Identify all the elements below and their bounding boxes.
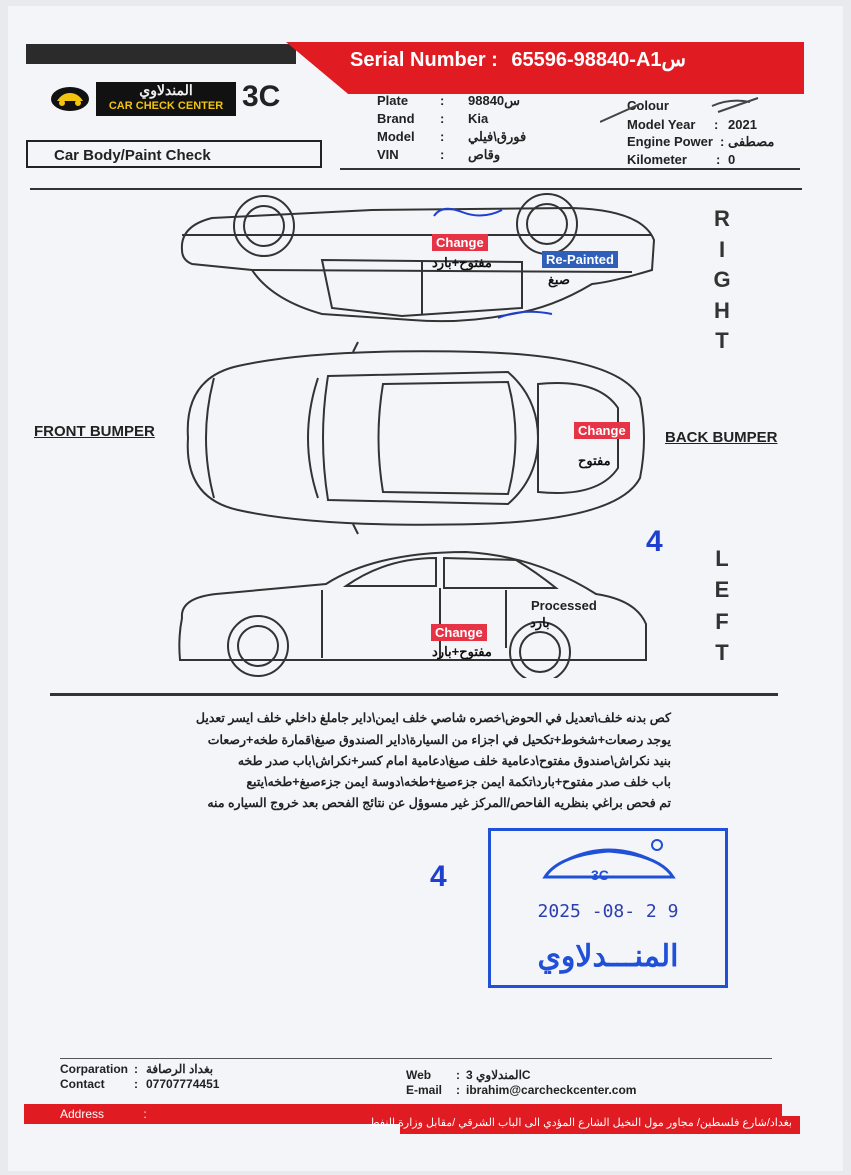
kilometer-label: Kilometer	[627, 152, 687, 167]
car-top-view-diagram	[186, 341, 645, 535]
plate-label: Plate	[377, 93, 409, 108]
kilometer-value: 0	[728, 152, 736, 167]
inspection-sheet	[8, 6, 843, 1171]
note-line: بنيد نكراش\صندوق مفتوح\دعامية خلف صبغ\دع…	[237, 754, 671, 768]
stamp-car-icon	[542, 839, 676, 879]
colon: :	[134, 1062, 138, 1076]
colon: :	[440, 93, 445, 108]
colon: :	[456, 1068, 460, 1082]
side-letter: H	[714, 298, 730, 323]
car-right-side-diagram	[180, 193, 656, 323]
corporation-value: بغداد الرصافة	[146, 1062, 214, 1076]
side-letter: F	[715, 609, 729, 634]
model-label: Model	[377, 129, 415, 144]
colon: :	[440, 147, 445, 162]
logo-arabic: المندلاوي	[139, 82, 193, 98]
repainted-tag: Re-Painted	[542, 251, 618, 268]
car-left-side-diagram	[178, 550, 647, 678]
colon: :	[440, 111, 445, 126]
change-note: مفتوح+بارد	[432, 255, 492, 270]
colour-label: Colour	[627, 98, 669, 113]
divider-notes	[50, 693, 778, 696]
serial-label: Serial Number :	[350, 49, 498, 71]
side-letter: I	[718, 237, 726, 262]
colon: :	[143, 1107, 147, 1121]
colon: :	[720, 134, 725, 149]
logo-banner: المندلاوي CAR CHECK CENTER	[96, 82, 236, 116]
plate-value: 98840س	[468, 93, 521, 108]
side-letter: E	[714, 577, 730, 602]
section-title: Car Body/Paint Check	[54, 147, 211, 164]
address-label-text: Address	[60, 1107, 105, 1121]
model-year-label: Model Year	[627, 117, 696, 132]
web-value[interactable]: المندلاوي 3C	[466, 1068, 531, 1082]
footer-divider	[60, 1058, 772, 1059]
stamp-name: المنـــدلاوي	[537, 940, 679, 973]
engine-power-label: Engine Power	[627, 134, 713, 149]
change-note: مفتوح+بارد	[432, 644, 492, 659]
header-red-band	[286, 42, 804, 94]
processed-tag: Processed	[531, 598, 597, 613]
colon: :	[714, 117, 719, 132]
change-tag: Change	[432, 234, 488, 251]
model-year-value: 2021	[728, 117, 757, 132]
model-value: فورق\فيلي	[468, 129, 527, 144]
colon: :	[440, 129, 445, 144]
header-underline	[340, 168, 800, 170]
corporation-label: Corparation	[60, 1062, 129, 1076]
engine-power-value: مصطفى	[728, 134, 775, 149]
change-tag: Change	[431, 624, 487, 641]
change-note: مفتوح	[578, 453, 611, 468]
note-line: باب خلف صدر مفتوح+بارد\تكمة ايمن جزءصبغ+…	[246, 775, 671, 789]
front-bumper-label: FRONT BUMPER	[34, 423, 155, 440]
brand-value: Kia	[468, 111, 489, 126]
serial-number: Serial Number : 65596-98840-A1س	[350, 47, 686, 72]
logo-english: CAR CHECK CENTER	[108, 100, 224, 112]
colon: :	[134, 1077, 138, 1091]
back-bumper-label: BACK BUMPER	[665, 429, 778, 446]
contact-label: Contact	[60, 1077, 105, 1091]
address-label: Address :	[60, 1107, 147, 1121]
inspection-stamp: 3C 2025 -08- 2 9 المنـــدلاوي	[488, 828, 728, 988]
header-black-bar	[26, 44, 296, 64]
section-title-box: Car Body/Paint Check	[26, 140, 322, 168]
email-value[interactable]: ibrahim@carcheckcenter.com	[466, 1083, 637, 1097]
side-letter: R	[714, 206, 730, 231]
divider-top	[30, 188, 802, 190]
side-letter: T	[715, 328, 729, 353]
handwritten-number: 4	[430, 860, 447, 893]
vin-value: وقاص	[468, 147, 501, 162]
car-logo-icon	[51, 87, 89, 111]
address-value: بغداد/شارع فلسطين/ مجاور مول النخيل الشا…	[369, 1116, 800, 1134]
note-line: يوجد رصعات+شخوط+تكحيل في اجزاء من السيار…	[207, 733, 671, 747]
repainted-note: صبغ	[548, 272, 570, 287]
note-line: كص بدنه خلف\تعديل في الحوض\خصره شاصي خلف…	[195, 711, 671, 725]
handwritten-number: 4	[646, 525, 663, 558]
serial-value: 65596-98840-A1س	[511, 49, 686, 71]
contact-value: 07707774451	[146, 1077, 220, 1091]
brand-label: Brand	[377, 111, 415, 126]
processed-note: بارد	[530, 615, 550, 630]
email-label: E-mail	[406, 1083, 443, 1097]
colon: :	[456, 1083, 460, 1097]
note-line: تم فحص براغي بنظريه الفاحص/المركز غير مس…	[207, 796, 671, 810]
side-letter: G	[713, 267, 731, 292]
change-tag: Change	[574, 422, 630, 439]
logo-3c: 3C	[242, 80, 281, 113]
stamp-logo: 3C	[591, 867, 609, 883]
web-label: Web	[406, 1068, 432, 1082]
vin-label: VIN	[377, 147, 399, 162]
colon: :	[716, 152, 721, 167]
side-letter: T	[715, 640, 729, 665]
side-letter: L	[715, 546, 729, 571]
stamp-date: 2025 -08- 2 9	[537, 901, 679, 922]
strike-scribble	[600, 97, 759, 123]
